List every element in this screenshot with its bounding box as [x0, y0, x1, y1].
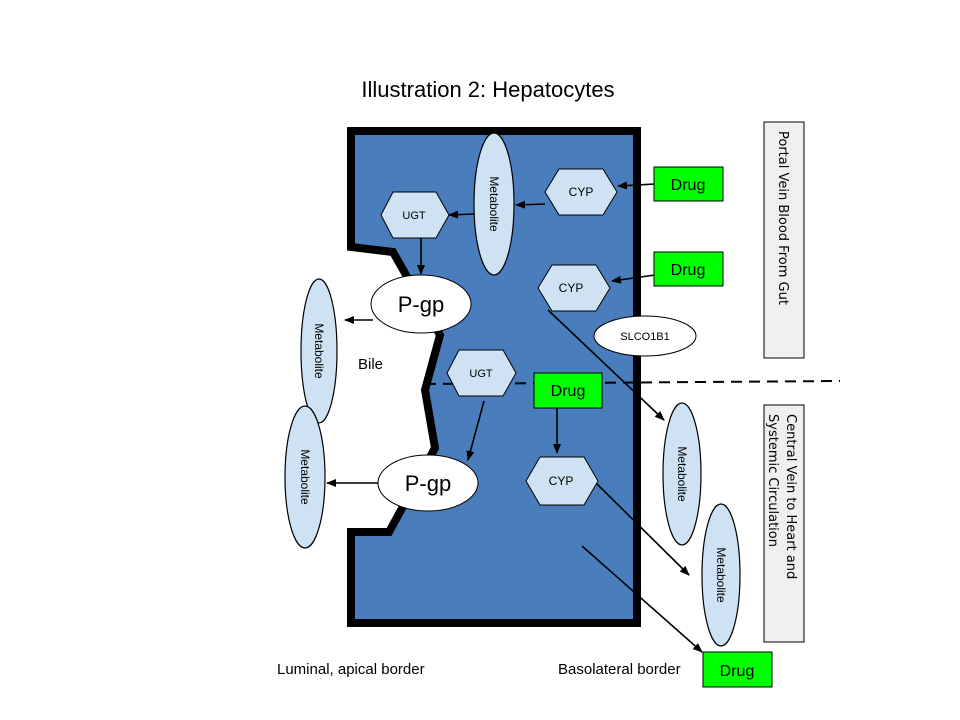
drug-label-second: Drug — [671, 262, 706, 279]
cyp-enzyme-mid: CYP — [537, 264, 611, 312]
pgp-label-bottom: P-gp — [405, 471, 451, 496]
drug-label-inside: Drug — [551, 383, 586, 400]
cyp-label-low: CYP — [549, 474, 574, 488]
arrow-cyp-mid-to-metabolite — [547, 309, 665, 421]
ugt-label-mid: UGT — [469, 368, 493, 380]
arrow-drug-to-cyp-top — [617, 181, 656, 190]
ugt-enzyme-mid: UGT — [446, 349, 517, 397]
drug-box-inside: Drug — [533, 372, 603, 409]
metabolite-bile-top: Metabolite — [300, 278, 338, 424]
slco1b1-transporter: SLCO1B1 — [593, 315, 697, 357]
drug-box-second: Drug — [653, 251, 724, 287]
arrow-drug-out-to-circulation — [581, 545, 703, 653]
diagram-title: Illustration 2: Hepatocytes — [361, 77, 614, 102]
metabolite-right-bottom: Metabolite — [701, 503, 741, 647]
metabolite-bile-bottom: Metabolite — [284, 405, 326, 549]
arrow-cyp-low-to-metabolite — [596, 483, 690, 576]
metabolite-inside-cell: Metabolite — [473, 132, 515, 276]
cyp-enzyme-top: CYP — [544, 168, 618, 216]
drug-label-bottom: Drug — [720, 663, 755, 680]
metabolite-label-bile-bottom: Metabolite — [298, 449, 312, 505]
arrow-cyp-to-metabolite — [515, 200, 546, 209]
metabolite-right-top: Metabolite — [662, 402, 702, 546]
central-vein-label-line1: Central Vein to Heart and — [783, 414, 798, 579]
pgp-transporter-top: P-gp — [370, 274, 472, 334]
bile-label: Bile — [358, 356, 383, 373]
portal-vein-label: Portal Vein Blood From Gut — [775, 131, 790, 305]
central-vein-box: Central Vein to Heart and Systemic Circu… — [763, 404, 805, 643]
metabolite-label-inside: Metabolite — [487, 176, 501, 232]
arrow-ugt-mid-to-pgp-bottom — [466, 400, 485, 461]
drug-box-top: Drug — [653, 166, 724, 202]
luminal-border-label: Luminal, apical border — [277, 661, 425, 678]
arrow-metabolite-to-ugt — [448, 210, 475, 219]
metabolite-label-bile-top: Metabolite — [312, 323, 326, 379]
ugt-label-top: UGT — [402, 210, 426, 222]
cyp-label-mid: CYP — [559, 281, 584, 295]
arrow-drug-to-cyp-mid — [611, 274, 656, 284]
cyp-label-top: CYP — [569, 185, 594, 199]
drug-box-bottom: Drug — [702, 651, 773, 688]
basolateral-border-label: Basolateral border — [558, 661, 681, 678]
slco1b1-label: SLCO1B1 — [620, 331, 670, 343]
pgp-label-top: P-gp — [398, 292, 444, 317]
ugt-enzyme-top: UGT — [380, 191, 450, 239]
portal-vein-box: Portal Vein Blood From Gut — [763, 121, 805, 359]
central-vein-label-line2: Systemic Circulation — [765, 414, 780, 547]
pgp-transporter-bottom: P-gp — [377, 454, 479, 512]
zone-divider-line — [424, 380, 841, 385]
metabolite-label-right-top: Metabolite — [675, 446, 689, 502]
metabolite-label-right-bottom: Metabolite — [714, 547, 728, 603]
drug-label-top: Drug — [671, 177, 706, 194]
cyp-enzyme-low: CYP — [525, 456, 599, 506]
